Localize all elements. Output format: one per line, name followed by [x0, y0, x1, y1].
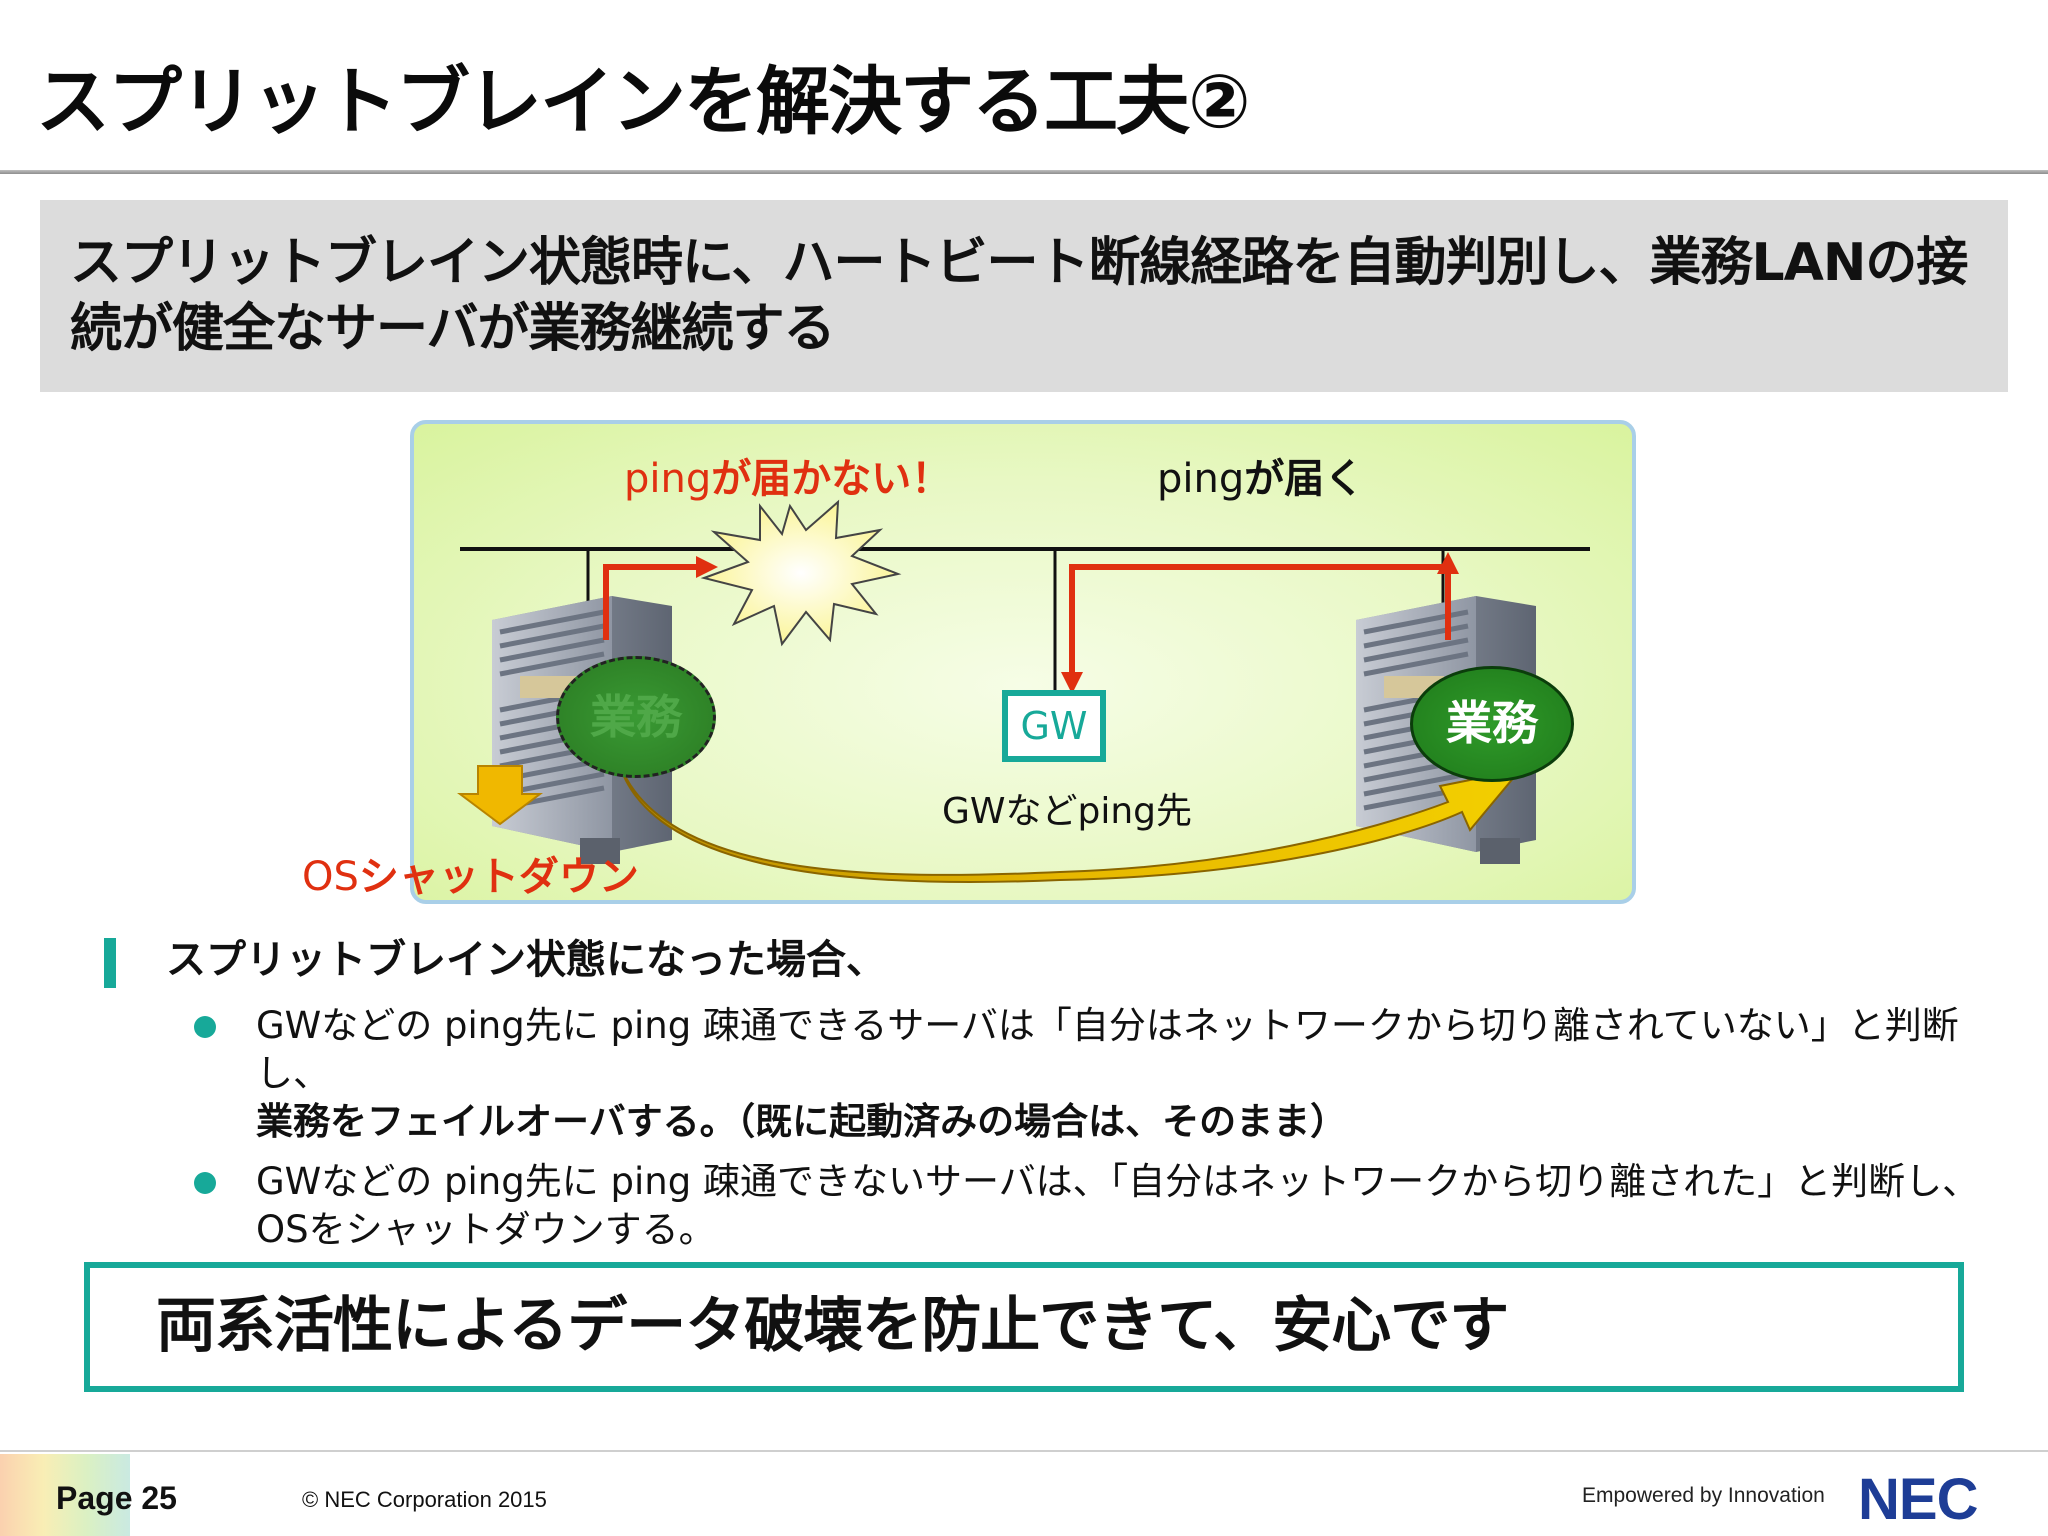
shutdown-text: シャットダウン — [358, 854, 639, 900]
list-item: GWなどの ping先に ping 疎通できるサーバは「自分はネットワークから切… — [100, 1002, 2000, 1146]
gw-box: GW — [1002, 690, 1106, 762]
bullet-dot — [194, 1016, 216, 1038]
explanation-list: スプリットブレイン状態になった場合、 GWなどの ping先に ping 疎通で… — [100, 930, 2000, 1254]
bullet-dot — [194, 1172, 216, 1194]
shutdown-label: OSシャットダウン — [302, 844, 639, 902]
conclusion-box: 両系活性によるデータ破壊を防止できて、安心です — [84, 1262, 1964, 1392]
ping-ok-prefix: ping — [1157, 456, 1245, 502]
summary-line-1: スプリットブレイン状態時に、ハートビート断線経路を自動判別し、業務LANの接 — [70, 233, 1968, 293]
lead-text: スプリットブレイン状態になった場合、 — [166, 937, 886, 983]
ping-fail-text: が届かない！ — [711, 456, 952, 502]
ping-ok-arrowhead — [1061, 672, 1083, 694]
title-divider — [0, 170, 2048, 174]
ping-fail-prefix: ping — [624, 456, 712, 502]
footer-divider — [0, 1450, 2048, 1452]
ping-fail-label: pingが届かない！ — [624, 446, 951, 504]
ping-fail-arrowhead — [696, 556, 718, 578]
item-line-2: OSをシャットダウンする。 — [256, 1208, 716, 1251]
service-left-failed: 業務 — [556, 656, 716, 778]
shutdown-arrow — [457, 765, 543, 826]
lead-bar — [104, 938, 116, 988]
burst-icon — [700, 499, 902, 647]
item-line-2: 業務をフェイルオーバする。（既に起動済みの場合は、そのまま） — [256, 1100, 1348, 1143]
shutdown-prefix: OS — [302, 854, 359, 900]
page-number: Page 25 — [56, 1480, 177, 1516]
nec-logo: NEC — [1858, 1467, 1978, 1532]
ping-ok-arrow — [1069, 564, 1451, 676]
failover-arrow — [617, 759, 1523, 884]
item-line-1: GWなどの ping先に ping 疎通できないサーバは、「自分はネットワークか… — [256, 1160, 1980, 1203]
copyright: © NEC Corporation 2015 — [302, 1487, 547, 1512]
footer-band — [0, 1454, 2048, 1536]
ping-ok-label: pingが届く — [1157, 446, 1364, 504]
service-right-active: 業務 — [1410, 666, 1574, 782]
ping-ok-text: が届く — [1244, 456, 1365, 502]
gw-caption: GWなどping先 — [942, 791, 1193, 832]
summary-line-2: 続が健全なサーバが業務継続する — [70, 299, 835, 359]
summary-banner: スプリットブレイン状態時に、ハートビート断線経路を自動判別し、業務LANの接 続… — [40, 200, 2008, 392]
ping-fail-arrow — [603, 564, 700, 640]
ping-ok-arrowhead-up — [1437, 552, 1459, 574]
list-lead: スプリットブレイン状態になった場合、 — [100, 930, 2000, 990]
list-item: GWなどの ping先に ping 疎通できないサーバは、「自分はネットワークか… — [100, 1158, 2000, 1254]
item-line-1: GWなどの ping先に ping 疎通できるサーバは「自分はネットワークから切… — [256, 1004, 1959, 1095]
tagline: Empowered by Innovation — [1582, 1484, 1825, 1507]
slide-title: スプリットブレインを解決する工夫② — [36, 59, 1251, 145]
